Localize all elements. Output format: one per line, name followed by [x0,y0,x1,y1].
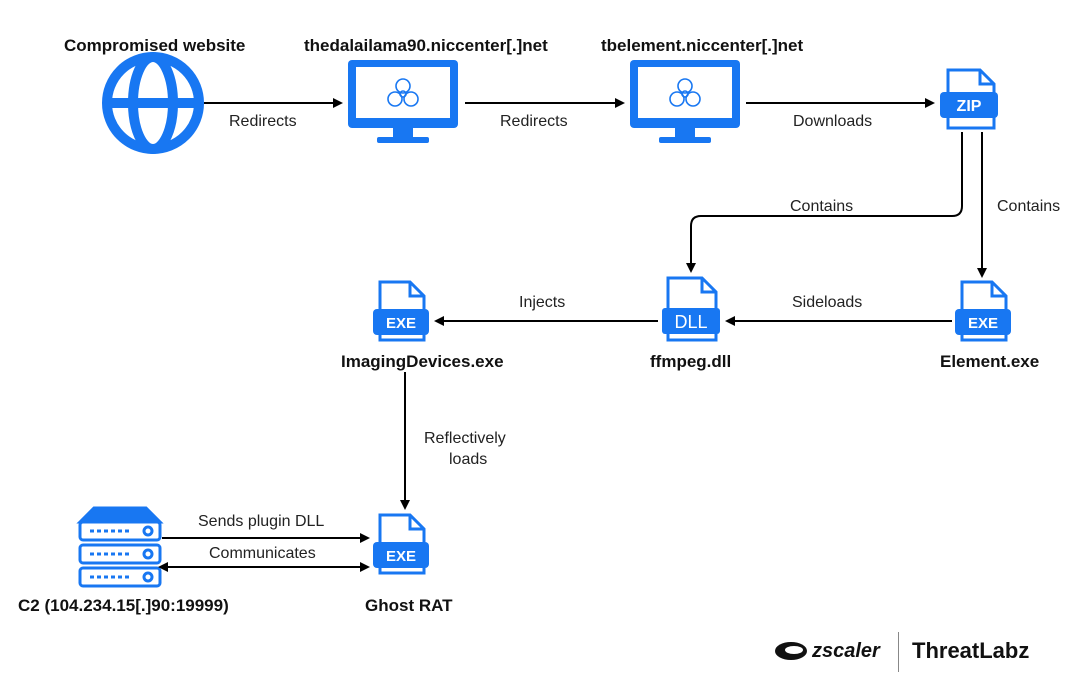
imaging-devices-label: ImagingDevices.exe [341,352,504,371]
zscaler-wordmark: zscaler [812,640,880,662]
edge-label-redirects-1: Redirects [229,113,297,130]
threatlabz-wordmark: ThreatLabz [912,638,1030,663]
zip-file-label: ZIP [957,98,982,115]
monitor-biohazard-icon-2 [630,60,740,143]
host2-label: tbelement.niccenter[.]net [601,36,804,55]
exe-label-ghost: EXE [386,548,416,565]
monitor-biohazard-icon-1 [348,60,458,143]
edge-label-communicates: Communicates [209,545,316,562]
dll-file-label: DLL [674,312,707,332]
exe-label-imaging: EXE [386,315,416,332]
zip-file-icon: ZIP [940,68,998,130]
exe-label-element: EXE [968,315,998,332]
ffmpeg-label: ffmpeg.dll [650,352,732,371]
branding-divider [898,632,899,672]
edge-label-loads: loads [449,451,488,468]
edge-label-sideloads: Sideloads [792,294,863,311]
globe-icon [102,52,204,154]
dll-file-icon: DLL [662,276,720,342]
edge-label-redirects-2: Redirects [500,113,568,130]
edge-label-downloads: Downloads [793,113,873,130]
zscaler-logo-icon [775,642,807,660]
c2-label: C2 (104.234.15[.]90:19999) [18,596,229,615]
exe-file-icon-imaging: EXE [373,280,429,342]
exe-file-icon-element: EXE [955,280,1011,342]
ghost-rat-label: Ghost RAT [365,596,453,615]
edge-label-contains-1: Contains [790,198,854,215]
exe-file-icon-ghost: EXE [373,513,429,575]
host1-label: thedalailama90.niccenter[.]net [304,36,548,55]
edge-label-injects: Injects [519,294,566,311]
compromised-website-label: Compromised website [64,36,246,55]
arrow-contains-dll [686,132,963,273]
edge-label-sends-plugin: Sends plugin DLL [198,513,325,530]
element-exe-label: Element.exe [940,352,1040,371]
edge-label-reflectively: Reflectively [424,430,506,447]
edge-label-contains-2: Contains [997,198,1061,215]
server-icon [76,506,164,588]
